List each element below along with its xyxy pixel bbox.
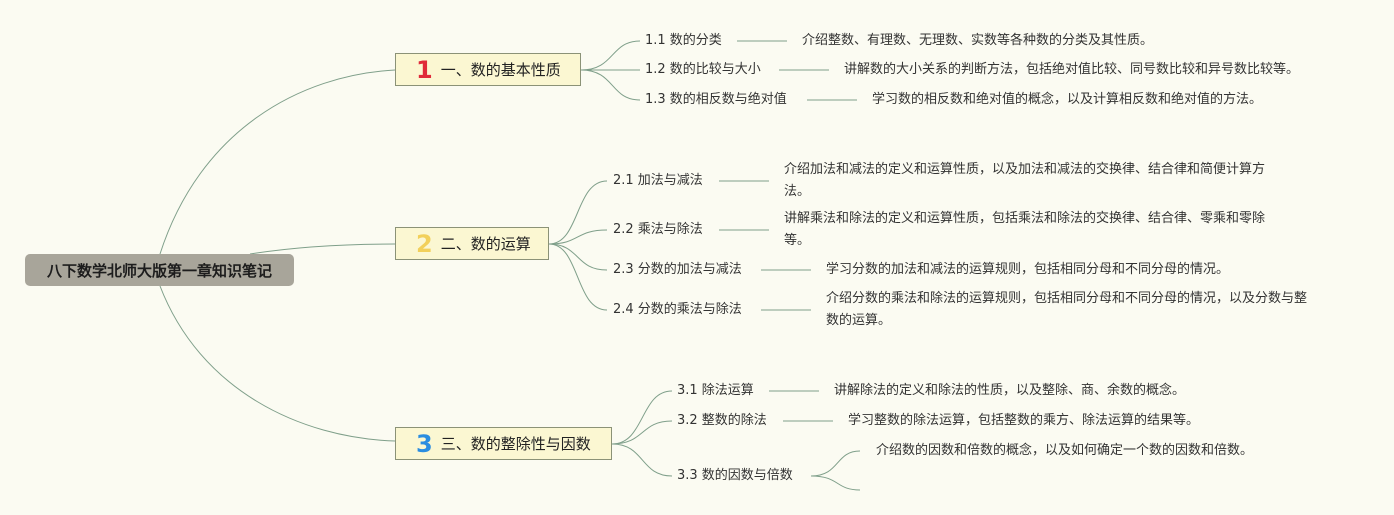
root-topic[interactable]: 八下数学北师大版第一章知识笔记 — [25, 254, 294, 286]
topic-3-3[interactable]: 3.3 数的因数与倍数 — [677, 468, 793, 483]
branch-2-label: 二、数的运算 — [440, 235, 531, 253]
topic-2-3-desc: 学习分数的加法和减法的运算规则，包括相同分母和不同分母的情况。 — [826, 262, 1230, 277]
branch-2-node[interactable]: 2 二、数的运算 — [395, 227, 549, 260]
topic-3-2-desc: 学习整数的除法运算，包括整数的乘方、除法运算的结果等。 — [848, 413, 1200, 428]
topic-1-2[interactable]: 1.2 数的比较与大小 — [645, 62, 761, 77]
topic-2-1[interactable]: 2.1 加法与减法 — [613, 173, 703, 188]
topic-2-3[interactable]: 2.3 分数的加法与减法 — [613, 262, 742, 277]
topic-1-3[interactable]: 1.3 数的相反数与绝对值 — [645, 92, 787, 107]
topic-2-2[interactable]: 2.2 乘法与除法 — [613, 222, 703, 237]
number-1-icon: 1 — [416, 55, 433, 84]
topic-1-3-desc: 学习数的相反数和绝对值的概念，以及计算相反数和绝对值的方法。 — [872, 92, 1263, 107]
topic-1-2-desc: 讲解数的大小关系的判断方法，包括绝对值比较、同号数比较和异号数比较等。 — [844, 62, 1300, 77]
topic-2-1-desc: 介绍加法和减法的定义和运算性质，以及加法和减法的交换律、结合律和简便计算方法。 — [784, 162, 1266, 199]
branch-3-label: 三、数的整除性与因数 — [440, 435, 591, 453]
number-3-icon: 3 — [416, 429, 433, 458]
branch-1-node[interactable]: 1 一、数的基本性质 — [395, 53, 581, 86]
branch-1-label: 一、数的基本性质 — [440, 61, 561, 79]
topic-2-4-desc: 介绍分数的乘法和除法的运算规则，包括相同分母和不同分母的情况，以及分数与整数的运… — [826, 291, 1308, 328]
topic-1-1-desc: 介绍整数、有理数、无理数、实数等各种数的分类及其性质。 — [802, 33, 1154, 48]
topic-1-1[interactable]: 1.1 数的分类 — [645, 33, 722, 48]
number-2-icon: 2 — [416, 229, 433, 258]
topic-3-1-desc: 讲解除法的定义和除法的性质，以及整除、商、余数的概念。 — [834, 383, 1186, 398]
topic-3-3-desc: 介绍数的因数和倍数的概念，以及如何确定一个数的因数和倍数。 — [876, 443, 1254, 458]
topic-2-4[interactable]: 2.4 分数的乘法与除法 — [613, 302, 742, 317]
topic-3-2[interactable]: 3.2 整数的除法 — [677, 413, 767, 428]
branch-3-node[interactable]: 3 三、数的整除性与因数 — [395, 427, 612, 460]
topic-3-1[interactable]: 3.1 除法运算 — [677, 383, 754, 398]
topic-2-2-desc: 讲解乘法和除法的定义和运算性质，包括乘法和除法的交换律、结合律、零乘和零除等。 — [784, 211, 1266, 248]
